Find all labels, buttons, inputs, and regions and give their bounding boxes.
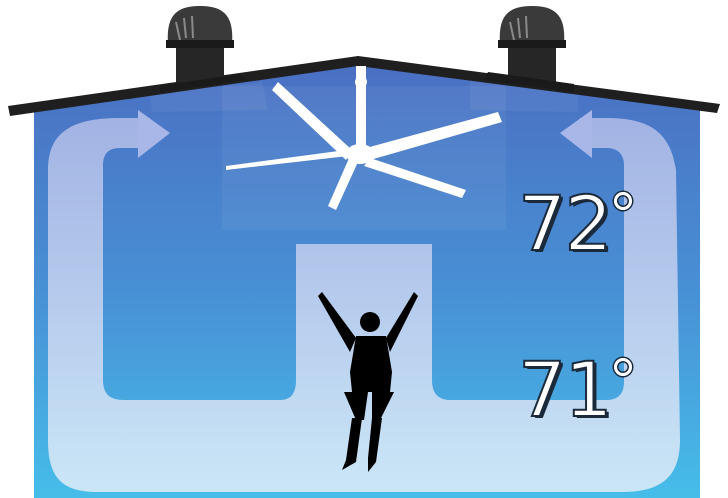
ceiling-fan-icon: [226, 66, 502, 210]
roof: [8, 56, 720, 116]
vent-duct-right: [470, 80, 578, 112]
roof-vent-left-icon: [160, 6, 246, 92]
roof-vent-right-icon: [484, 6, 574, 92]
lower-temperature-degree-icon: [614, 358, 632, 376]
lower-temperature-readout: 71: [517, 345, 632, 434]
lower-temperature-value: 71: [517, 345, 614, 434]
upper-temperature-readout: 72: [517, 179, 632, 268]
airflow-arrow-right-icon: [560, 110, 592, 158]
airflow-arrow-left-icon: [138, 110, 170, 158]
person-arms-raised-icon: [318, 292, 418, 472]
airflow-loop: [48, 118, 680, 492]
upper-temperature-degree-icon: [614, 192, 632, 210]
upper-temperature-value: 72: [517, 179, 614, 268]
vent-duct-left: [150, 82, 268, 112]
